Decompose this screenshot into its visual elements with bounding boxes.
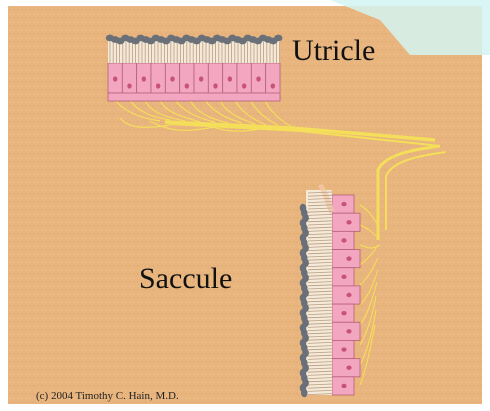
saccule-hair-cell — [332, 322, 360, 340]
utricle-label: Utricle — [292, 34, 375, 68]
saccule-label: Saccule — [139, 262, 232, 296]
utricle-hair-cells — [108, 63, 280, 101]
saccule-hair-cell — [332, 213, 360, 231]
saccule-hair-cells — [332, 195, 360, 395]
copyright-label: (c) 2004 Timothy C. Hain, M.D. — [36, 390, 179, 402]
saccule-hair-cell — [332, 359, 360, 377]
saccule-hair-cell — [332, 250, 360, 268]
saccule-hair-cell — [332, 286, 360, 304]
